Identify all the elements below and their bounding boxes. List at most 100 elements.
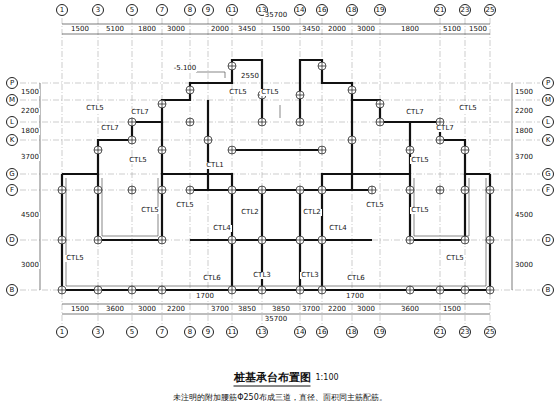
grid-line <box>440 286 441 294</box>
dimension-text: 1500 <box>442 306 462 313</box>
grid-line <box>98 286 99 294</box>
axis-bubble: D <box>542 234 554 246</box>
dimension-text: 2550 <box>240 73 260 80</box>
dimension-text: 3000 <box>166 26 186 33</box>
cap-tag: CTL5 <box>228 89 248 96</box>
cap-tag: CTL7 <box>405 109 425 116</box>
grid-line <box>465 186 466 194</box>
grid-line <box>132 18 133 324</box>
axis-label: G <box>545 171 550 178</box>
axis-bubble: 8 <box>184 4 196 16</box>
grid-line <box>322 236 323 244</box>
grid-line <box>208 136 209 144</box>
dimension-text: 3700 <box>210 306 230 313</box>
pile-symbol <box>486 186 494 194</box>
axis-label: 18 <box>348 7 357 14</box>
dimension-text: 1500 <box>70 306 90 313</box>
pile-symbol <box>296 91 304 99</box>
axis-label: G <box>9 171 14 178</box>
dimension-text: 2000 <box>210 26 230 33</box>
axis-label: P <box>10 80 14 87</box>
axis-label: 13 <box>258 329 267 336</box>
axis-bubble: L <box>542 116 554 128</box>
pile-symbol <box>128 118 136 126</box>
axis-label: 19 <box>376 7 385 14</box>
grid-line <box>300 236 301 244</box>
axis-bubble: B <box>542 284 554 296</box>
axis-label: 14 <box>296 7 305 14</box>
axis-label: 21 <box>436 329 445 336</box>
grid-line <box>465 146 466 154</box>
dimension-text: 3850 <box>271 306 291 313</box>
dimension-text: 5100 <box>442 26 462 33</box>
pile-symbol <box>204 136 212 144</box>
pile-symbol <box>318 186 326 194</box>
grid-line <box>62 236 63 244</box>
cap-tag: CTL6 <box>346 275 366 282</box>
grid-line <box>490 286 491 294</box>
grid-line <box>232 186 233 194</box>
pile-symbol <box>406 186 414 194</box>
dimension-text: 3000 <box>137 306 157 313</box>
grid-line <box>300 186 301 194</box>
axis-bubble: 21 <box>434 326 446 338</box>
pile-symbol <box>486 286 494 294</box>
dimension-text: 4500 <box>514 212 534 219</box>
pile-symbol <box>128 186 136 194</box>
dimension-text: 3000 <box>356 306 376 313</box>
axis-bubble: 7 <box>156 326 168 338</box>
pile-symbol <box>186 86 194 94</box>
grid-line <box>262 186 263 194</box>
cap-tag: CTL5 <box>365 202 385 209</box>
cap-tag: CTL7 <box>130 109 150 116</box>
grid-line <box>162 286 163 294</box>
cap-tag: CTL5 <box>410 157 430 164</box>
axis-label: 21 <box>436 7 445 14</box>
dimension-text: 1500 <box>70 26 90 33</box>
dimension-text: 35700 <box>264 12 288 19</box>
grid-line <box>380 118 381 126</box>
dimension-text: 3450 <box>237 26 257 33</box>
axis-bubble: 16 <box>316 326 328 338</box>
axis-label: 8 <box>188 329 192 336</box>
axis-label: 7 <box>160 7 164 14</box>
cap-tag: CTL5 <box>175 202 195 209</box>
title-underline <box>234 386 311 387</box>
pile-symbol <box>186 118 194 126</box>
pile-symbol <box>406 286 414 294</box>
grid-line <box>132 118 133 126</box>
pile-symbol <box>406 146 414 154</box>
axis-label: 23 <box>461 7 470 14</box>
axis-label: 25 <box>486 7 495 14</box>
axis-bubble: M <box>6 94 18 106</box>
axis-bubble: 14 <box>294 326 306 338</box>
pile-symbol <box>296 186 304 194</box>
grid-line <box>372 186 373 194</box>
axis-label: K <box>546 137 551 144</box>
axis-label: F <box>10 187 14 194</box>
axis-label: 16 <box>318 329 327 336</box>
axis-bubble: P <box>542 77 554 89</box>
pile-symbol <box>158 186 166 194</box>
axis-label: 18 <box>348 329 357 336</box>
dimension-text: 2000 <box>327 26 347 33</box>
pile-symbol <box>406 236 414 244</box>
pile-symbol <box>348 136 356 144</box>
grid-line <box>440 186 441 194</box>
cap-tag: CTL1 <box>205 162 225 169</box>
axis-bubble: D <box>6 234 18 246</box>
axis-label: 3 <box>96 329 100 336</box>
axis-bubble: 3 <box>92 326 104 338</box>
grid-line <box>232 146 233 154</box>
grid-line <box>465 286 466 294</box>
axis-label: L <box>10 119 14 126</box>
pile-symbol <box>58 186 66 194</box>
axis-label: 3 <box>96 7 100 14</box>
grid-line <box>490 186 491 194</box>
axis-bubble: 1 <box>56 4 68 16</box>
dimension-text: 3600 <box>400 306 420 313</box>
grid-line <box>322 62 323 70</box>
grid-line <box>62 186 63 194</box>
